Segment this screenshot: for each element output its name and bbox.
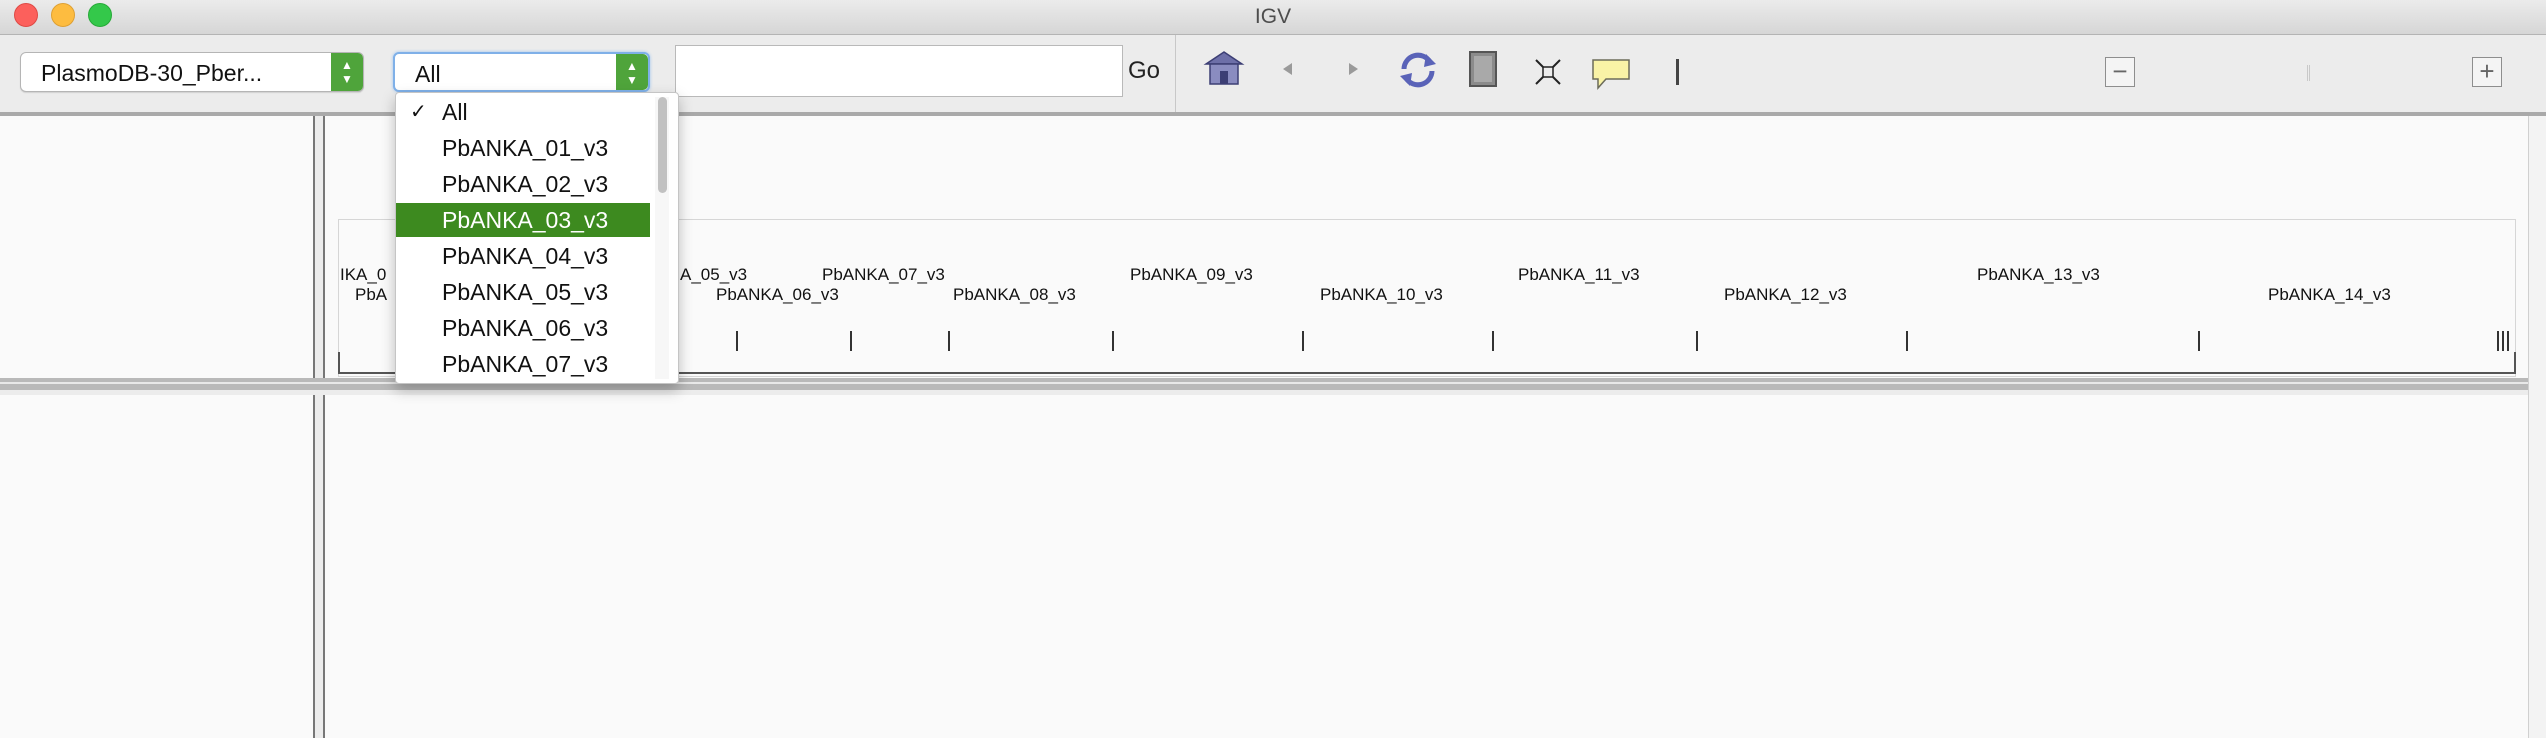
chromosome-label: PbANKA_08_v3 [953,285,1076,304]
zoom-in-button[interactable]: + [2472,57,2502,87]
forward-icon[interactable] [1345,61,1361,77]
genome-selector-value: PlasmoDB-30_Pber... [41,60,263,86]
ruler-tick [1302,331,1304,351]
chromosome-label: A_05_v3 [680,265,748,284]
chromosome-label: PbANKA_10_v3 [1320,285,1443,304]
chromosome-selector[interactable]: All ▲▼ [393,52,650,92]
dropdown-item[interactable]: PbANKA_05_v3 [442,279,609,305]
panel-divider-highlight [0,382,2546,384]
maximize-window-button[interactable] [88,3,112,27]
chromosome-label: IKA_0 [340,265,387,284]
dropdown-item-highlighted[interactable]: PbANKA_03_v3 [396,203,650,237]
chromosome-label: PbANKA_13_v3 [1977,265,2100,284]
toolbar: PlasmoDB-30_Pber... ▲▼ All ▲▼ Go [0,35,2546,112]
chromosome-label: PbANKA_14_v3 [2268,285,2391,304]
title-bar: IGV [0,0,2546,35]
ruler-tick [2198,331,2200,351]
ruler-tick [948,331,950,351]
up-down-arrows-icon: ▲▼ [616,54,648,90]
back-icon[interactable] [1280,61,1296,77]
chromosome-label: PbANKA_11_v3 [1518,265,1640,284]
chromosome-label: PbANKA_07_v3 [822,265,945,284]
toolbar-divider [1175,35,1176,112]
ruler-tick [1906,331,1908,351]
up-down-arrows-icon: ▲▼ [331,53,363,91]
zoom-out-button[interactable]: − [2105,57,2135,87]
locus-search-input[interactable] [675,45,1123,97]
panel-divider[interactable] [0,378,2546,390]
chromosome-selector-value: All [415,61,441,87]
dropdown-item[interactable]: PbANKA_01_v3 [442,135,609,161]
popup-text-icon[interactable] [1590,57,1632,91]
chromosome-label: PbANKA_12_v3 [1724,285,1847,304]
dropdown-item[interactable]: PbANKA_04_v3 [442,243,609,269]
genome-selector[interactable]: PlasmoDB-30_Pber... ▲▼ [20,52,364,92]
ruler-tick [1696,331,1698,351]
ruler-tick [1112,331,1114,351]
chromosome-ideogram [338,219,2516,377]
region-of-interest-icon[interactable] [1467,49,1499,89]
header-name-panel [0,116,315,378]
toolbar-separator [0,112,2546,116]
dropdown-item[interactable]: PbANKA_06_v3 [442,315,609,341]
ruler-tick [2497,331,2499,351]
ruler-tick [736,331,738,351]
ruler-icon[interactable] [1676,59,1679,85]
home-icon[interactable] [1203,49,1245,89]
dropdown-scroll-thumb[interactable] [658,97,667,193]
dropdown-item-all[interactable]: ✓ All [396,95,650,129]
fit-to-window-icon[interactable] [1533,57,1563,87]
chromosome-label: PbANKA_06_v3 [716,285,839,304]
chromosome-label: PbA [355,285,388,304]
track-name-panel [0,395,315,738]
checkmark-icon: ✓ [410,101,427,123]
ruler-tick [2502,331,2504,351]
refresh-icon[interactable] [1396,49,1440,91]
genome-ruler [338,352,2516,374]
track-data-panel[interactable] [323,395,2528,738]
chromosome-label: PbANKA_09_v3 [1130,265,1253,284]
dropdown-item[interactable]: PbANKA_02_v3 [442,171,609,197]
zoom-slider-tick [2309,65,2310,81]
vertical-scrollbar[interactable] [2528,116,2546,738]
ruler-tick [850,331,852,351]
zoom-slider-tick [2307,65,2308,81]
window-title: IGV [1254,5,1292,28]
minimize-window-button[interactable] [51,3,75,27]
dropdown-item[interactable]: PbANKA_07_v3 [442,351,609,377]
close-window-button[interactable] [14,3,38,27]
header-data-panel [323,116,2528,378]
chromosome-dropdown-list: ✓ All PbANKA_01_v3 PbANKA_02_v3 PbANKA_0… [395,92,679,384]
ruler-tick [1492,331,1494,351]
ruler-tick [2507,331,2509,351]
go-button[interactable]: Go [1128,57,1161,84]
